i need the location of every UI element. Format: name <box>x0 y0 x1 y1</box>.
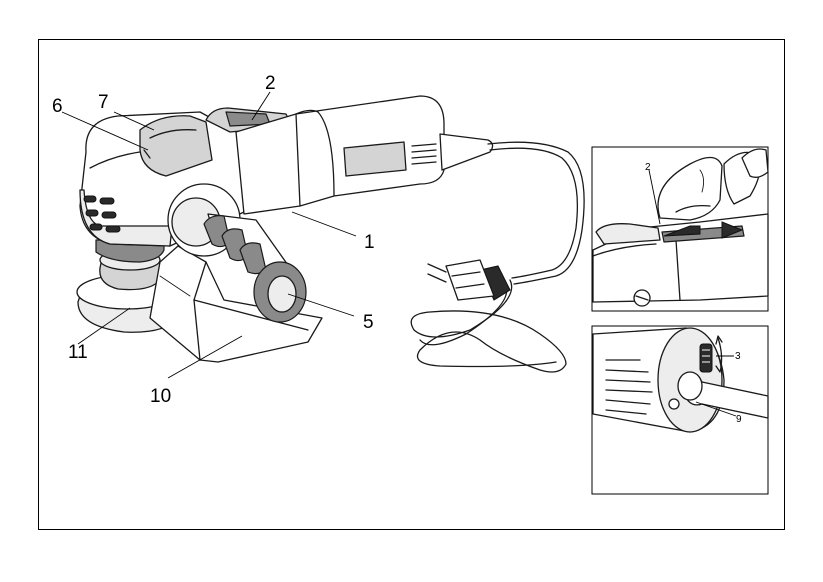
callout-5: 5 <box>363 312 374 333</box>
callout-6: 6 <box>52 96 63 117</box>
inset-slide-switch: 2 <box>592 147 768 311</box>
callout-11: 11 <box>68 342 88 363</box>
callout-2: 2 <box>265 73 276 94</box>
inset-callout-9: 9 <box>736 414 742 425</box>
inset-callout-2: 2 <box>645 162 651 173</box>
callout-7: 7 <box>98 92 109 113</box>
callout-1: 1 <box>364 232 375 253</box>
inset-callout-3: 3 <box>735 351 741 362</box>
inset-speed-dial: 3 9 <box>592 326 768 494</box>
tool-illustration: 6 7 2 1 5 11 10 <box>52 73 584 407</box>
callout-10: 10 <box>150 386 171 407</box>
